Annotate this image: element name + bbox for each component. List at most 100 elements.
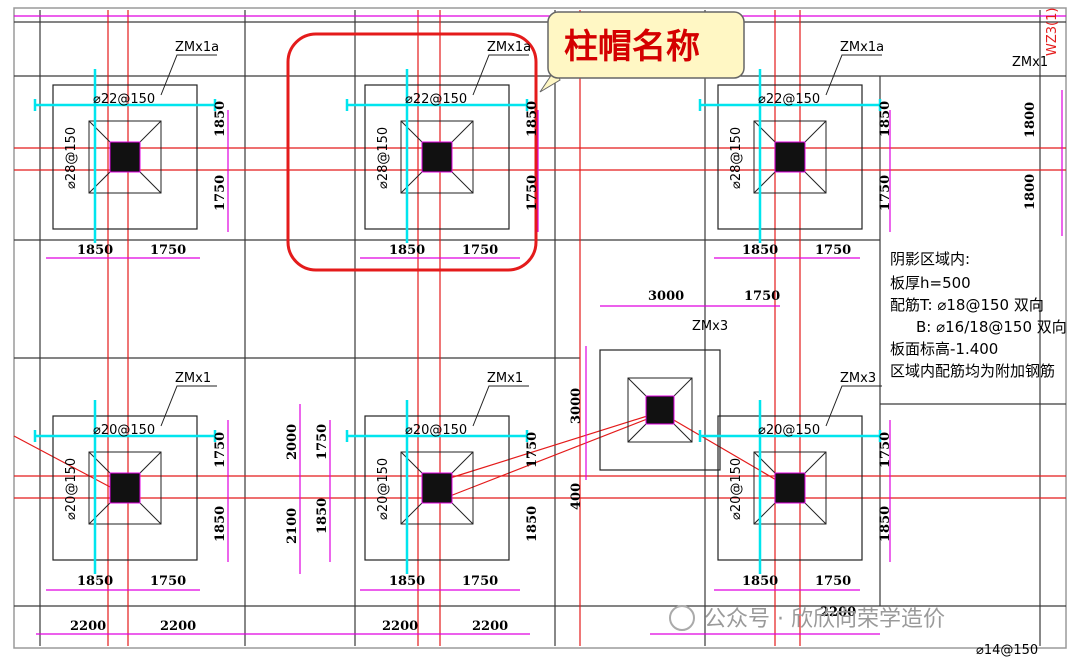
cap-outer-outline bbox=[364, 415, 510, 561]
note-line-5: 板面标高-1.400 bbox=[890, 340, 998, 358]
zmx3-upper-dim-small: 400 bbox=[569, 483, 584, 510]
name-leader bbox=[825, 385, 882, 427]
name-leader bbox=[160, 54, 217, 96]
cap-dim-left: 1850 bbox=[742, 574, 778, 589]
cap-outer-outline bbox=[364, 84, 510, 230]
name-leader bbox=[472, 54, 529, 96]
cap-outer-outline bbox=[717, 415, 863, 561]
mid-dim-upper: 2000 bbox=[285, 424, 300, 460]
column-cap-6: ZMx3 ⌀20@150 ⌀20@150 1850 1750 1750 1850 bbox=[698, 371, 893, 589]
axis-lines bbox=[13, 10, 1066, 646]
cap-dim-up: 1750 bbox=[878, 432, 893, 468]
column-section bbox=[774, 141, 806, 173]
cap-name: ZMx3 bbox=[840, 371, 876, 386]
zmx3-upper-dim-top-right: 1750 bbox=[744, 289, 780, 304]
cap-rebar-side: ⌀28@150 bbox=[376, 127, 391, 189]
cap-outer-outline bbox=[717, 84, 863, 230]
column-section bbox=[421, 141, 453, 173]
mid-dim-inner-upper: 1750 bbox=[315, 424, 330, 460]
drawing-frame bbox=[13, 7, 1067, 649]
right-cap-dim-down: 1800 bbox=[1023, 174, 1038, 210]
right-cap-dim-up: 1800 bbox=[1023, 102, 1038, 138]
cap-outer-outline bbox=[52, 415, 198, 561]
mid-dim-inner-lower: 1850 bbox=[315, 498, 330, 534]
cap-dim-right: 1750 bbox=[150, 574, 186, 589]
cap-dim-down: 1850 bbox=[213, 506, 228, 542]
cap-dim-left: 1850 bbox=[742, 243, 778, 258]
cap-rebar-top: ⌀22@150 bbox=[758, 92, 820, 107]
cap-dim-left: 1850 bbox=[389, 243, 425, 258]
cap-dim-up: 1850 bbox=[525, 101, 540, 137]
callout-label: 柱帽名称 bbox=[564, 27, 700, 67]
bottom-dim-2: 2200 bbox=[160, 619, 196, 634]
bottom-dim-1: 2200 bbox=[70, 619, 106, 634]
column-cap-2: ZMx1a ⌀22@150 ⌀28@150 1850 1750 1850 1750 bbox=[345, 40, 540, 258]
cap-inner-outline bbox=[753, 451, 827, 525]
note-line-1: 阴影区域内: bbox=[890, 250, 970, 268]
column-section bbox=[109, 141, 141, 173]
cap-dim-down: 1850 bbox=[525, 506, 540, 542]
cap-dim-right: 1750 bbox=[815, 574, 851, 589]
column-cap-5: ZMx1 ⌀20@150 ⌀20@150 1850 1750 1750 1850 bbox=[345, 371, 540, 589]
cap-dim-left: 1850 bbox=[77, 574, 113, 589]
cap-name: ZMx1 bbox=[175, 371, 211, 386]
zmx3-upper-name: ZMx3 bbox=[692, 319, 728, 334]
name-leader bbox=[160, 385, 217, 427]
cap-dim-right: 1750 bbox=[815, 243, 851, 258]
callout-highlight bbox=[286, 11, 745, 272]
cap-dim-up: 1850 bbox=[213, 101, 228, 137]
cap-rebar-top: ⌀22@150 bbox=[405, 92, 467, 107]
cap-name: ZMx1a bbox=[175, 40, 219, 55]
cap-dim-down: 1750 bbox=[525, 175, 540, 211]
cap-dim-right: 1750 bbox=[150, 243, 186, 258]
cap-inner-outline bbox=[400, 451, 474, 525]
bottom-dim-4: 2200 bbox=[472, 619, 508, 634]
cap-inner-outline bbox=[400, 120, 474, 194]
cap-name: ZMx1a bbox=[487, 40, 531, 55]
bottom-edge-label: ⌀14@150 bbox=[976, 643, 1038, 658]
mid-dim-lower: 2100 bbox=[285, 508, 300, 544]
cap-dim-up: 1850 bbox=[878, 101, 893, 137]
cap-dim-left: 1850 bbox=[389, 574, 425, 589]
cap-rebar-side: ⌀20@150 bbox=[729, 458, 744, 520]
cap-name: ZMx1a bbox=[840, 40, 884, 55]
column-section bbox=[421, 472, 453, 504]
cap-rebar-top: ⌀20@150 bbox=[758, 423, 820, 438]
cap-inner-outline bbox=[88, 451, 162, 525]
right-cap-name: ZMx1 bbox=[1012, 55, 1048, 70]
cap-dim-up: 1750 bbox=[525, 432, 540, 468]
cap-inner-outline bbox=[753, 120, 827, 194]
bottom-dim-3: 2200 bbox=[382, 619, 418, 634]
cap-dim-right: 1750 bbox=[462, 574, 498, 589]
note-line-4: B: ⌀16/18@150 双向 bbox=[916, 318, 1067, 336]
note-line-6: 区域内配筋均为附加钢筋 bbox=[890, 362, 1055, 380]
zmx3-upper-cap bbox=[599, 349, 721, 471]
note-line-3: 配筋T: ⌀18@150 双向 bbox=[890, 296, 1044, 314]
cap-rebar-side: ⌀28@150 bbox=[64, 127, 79, 189]
cap-inner-outline bbox=[88, 120, 162, 194]
cap-outer-outline bbox=[52, 84, 198, 230]
cap-dim-down: 1750 bbox=[878, 175, 893, 211]
cap-name: ZMx1 bbox=[487, 371, 523, 386]
column-cap-4: ZMx1 ⌀20@150 ⌀20@150 1850 1750 1750 1850 bbox=[33, 371, 228, 589]
column-section bbox=[109, 472, 141, 504]
cap-dim-up: 1750 bbox=[213, 432, 228, 468]
cap-rebar-top: ⌀22@150 bbox=[93, 92, 155, 107]
edge-label: WZ3(1) bbox=[1045, 8, 1060, 56]
cap-rebar-top: ⌀20@150 bbox=[93, 423, 155, 438]
cap-rebar-side: ⌀28@150 bbox=[729, 127, 744, 189]
cap-dim-right: 1750 bbox=[462, 243, 498, 258]
cap-rebar-side: ⌀20@150 bbox=[376, 458, 391, 520]
cap-rebar-top: ⌀20@150 bbox=[405, 423, 467, 438]
cap-dim-down: 1850 bbox=[878, 506, 893, 542]
cap-dim-down: 1750 bbox=[213, 175, 228, 211]
watermark: 公众号 · 欣欣向荣学造价 bbox=[669, 605, 945, 632]
zmx3-upper-dim-side: 3000 bbox=[569, 388, 584, 424]
cap-rebar-side: ⌀20@150 bbox=[64, 458, 79, 520]
dimension-lines bbox=[14, 15, 1066, 635]
watermark-text: 公众号 · 欣欣向荣学造价 bbox=[704, 607, 945, 632]
